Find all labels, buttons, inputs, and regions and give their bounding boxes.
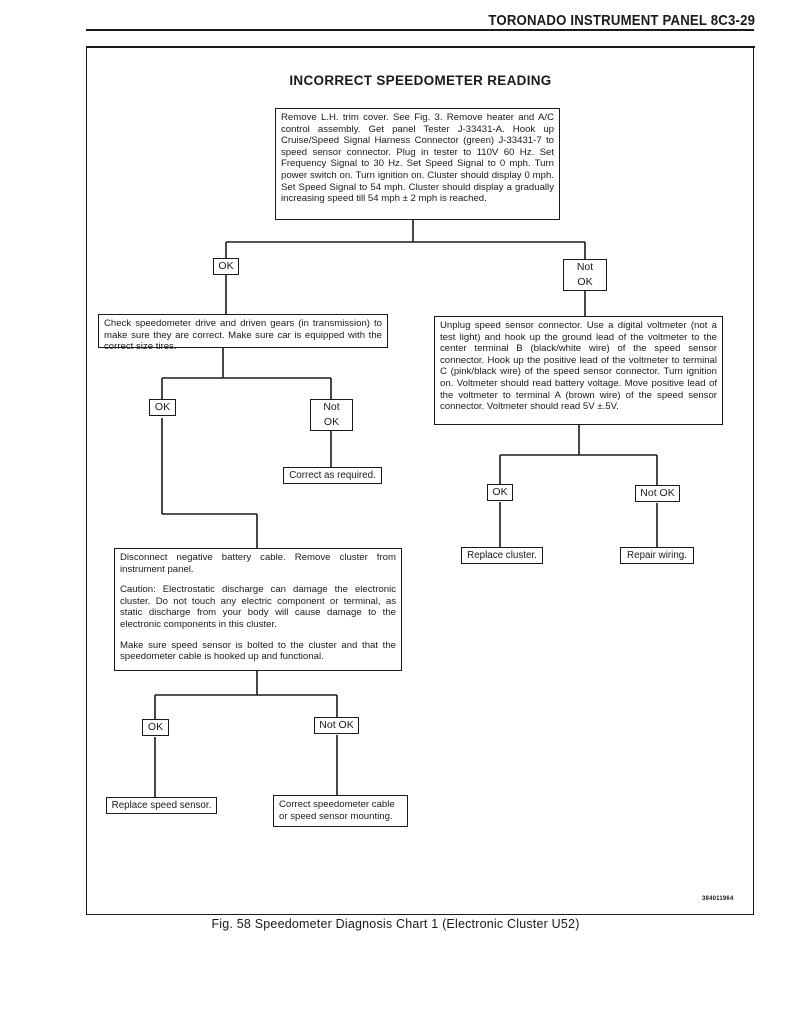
not-ok-label-2: Not OK [310,399,353,431]
initial-test-text: Remove L.H. trim cover. See Fig. 3. Remo… [281,112,554,205]
check-gears-step: Check speedometer drive and driven gears… [98,314,388,352]
replace-cluster-step: Replace cluster. [461,547,543,564]
not-ok-label-1: Not OK [563,259,607,291]
chart-frame [86,46,754,915]
unplug-sensor-step: Unplug speed sensor connector. Use a dig… [434,316,723,425]
ok-label-4: OK [142,719,169,736]
unplug-sensor-text: Unplug speed sensor connector. Use a dig… [440,320,717,413]
ok-label-1: OK [213,258,239,275]
ok-label-2: OK [149,399,176,416]
ok-label-3: OK [487,484,513,501]
frame-top-border [86,46,755,48]
correct-cable-step: Correct speedometer cable or speed senso… [273,795,408,827]
replace-speed-sensor-step: Replace speed sensor. [106,797,217,814]
repair-wiring-step: Repair wiring. [620,547,694,564]
electrostatic-caution-text: Caution: Electrostatic discharge can dam… [120,584,396,630]
running-header: TORONADO INSTRUMENT PANEL 8C3-29 [488,12,755,29]
chart-title: INCORRECT SPEEDOMETER READING [289,73,552,88]
disconnect-cluster-step: Disconnect negative battery cable. Remov… [114,548,402,671]
figure-reference-number: 384011964 [702,896,734,902]
correct-cable-text: Correct speedometer cable or speed senso… [279,799,395,822]
sensor-check-text: Make sure speed sensor is bolted to the … [120,639,396,663]
disconnect-instruction-text: Disconnect negative battery cable. Remov… [120,552,396,575]
header-rule [86,29,754,31]
correct-as-required-step: Correct as required. [283,467,382,484]
not-ok-label-3: Not OK [635,485,680,502]
check-gears-text: Check speedometer drive and driven gears… [104,318,382,353]
figure-caption: Fig. 58 Speedometer Diagnosis Chart 1 (E… [211,917,580,931]
not-ok-label-4: Not OK [314,717,359,734]
initial-test-step: Remove L.H. trim cover. See Fig. 3. Remo… [275,108,560,220]
